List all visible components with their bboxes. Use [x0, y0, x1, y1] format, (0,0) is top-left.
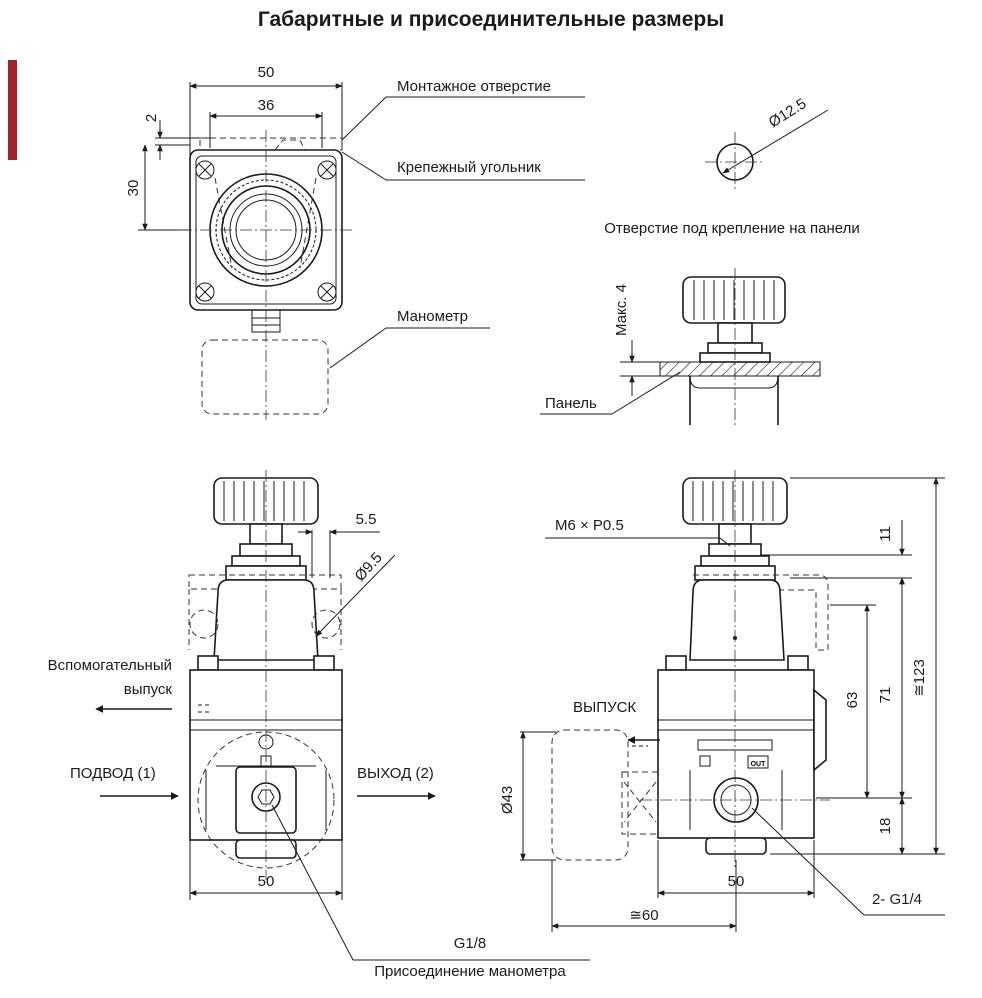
- dim-side-123: ≅123: [911, 659, 928, 697]
- label-gauge: Манометр: [397, 308, 468, 325]
- dim-side-ports: 2- G1/4: [872, 891, 922, 908]
- dim-side-18: 18: [877, 818, 894, 835]
- panel-mount-view: Макс. 4 Панель: [540, 268, 821, 428]
- label-bracket: Крепежный угольник: [397, 159, 541, 176]
- dim-top-inner: 36: [258, 97, 275, 114]
- dim-top-height: 30: [125, 180, 142, 197]
- side-view: OUT ВЫПУСК Ø43 50 ≅60 M6 × P0.5: [499, 470, 945, 932]
- dim-gauge-thread: G1/8: [454, 935, 487, 952]
- dim-front-width: 50: [258, 873, 275, 890]
- gauge-outline: [201, 339, 329, 415]
- dim-panel-hole: Ø12.5: [766, 95, 810, 131]
- dim-side-thread: M6 × P0.5: [555, 517, 624, 534]
- label-inlet: ПОДВОД (1): [70, 765, 156, 782]
- dim-side-71: 71: [877, 687, 894, 704]
- label-aux-exhaust-1: Вспомогательный: [48, 657, 172, 674]
- dim-side-63: 63: [844, 692, 861, 709]
- label-panel-hole: Отверстие под крепление на панели: [604, 220, 860, 237]
- label-outlet: ВЫХОД (2): [357, 765, 434, 782]
- front-view: 50 5.5 Ø9.5 Вспомогательный выпуск ПОДВО…: [48, 470, 590, 980]
- label-panel: Панель: [545, 395, 597, 412]
- dim-side-60: ≅60: [629, 907, 658, 924]
- dim-top-offset: 2: [143, 114, 160, 122]
- label-exhaust: ВЫПУСК: [573, 699, 636, 716]
- label-mounting-hole: Монтажное отверстие: [397, 78, 551, 95]
- label-aux-exhaust-2: выпуск: [124, 681, 173, 698]
- label-gauge-connection: Присоединение манометра: [374, 963, 566, 980]
- top-view: 50 36 2 30: [125, 64, 585, 420]
- dim-front-offset: 5.5: [356, 511, 377, 528]
- dim-side-11: 11: [877, 526, 894, 542]
- dim-front-hole: Ø9.5: [351, 549, 385, 585]
- corner-screws: [195, 160, 337, 302]
- panel-hole-view: Ø12.5 Отверстие под крепление на панели: [604, 95, 860, 237]
- accent-bar: [8, 60, 17, 160]
- dim-panel-max: Макс. 4: [613, 284, 630, 336]
- dim-side-dia43: Ø43: [499, 786, 516, 814]
- out-mark: OUT: [751, 761, 767, 768]
- page-title: Габаритные и присоединительные размеры: [257, 8, 725, 31]
- side-gauge-outline: [551, 729, 629, 861]
- dim-top-width: 50: [258, 64, 275, 81]
